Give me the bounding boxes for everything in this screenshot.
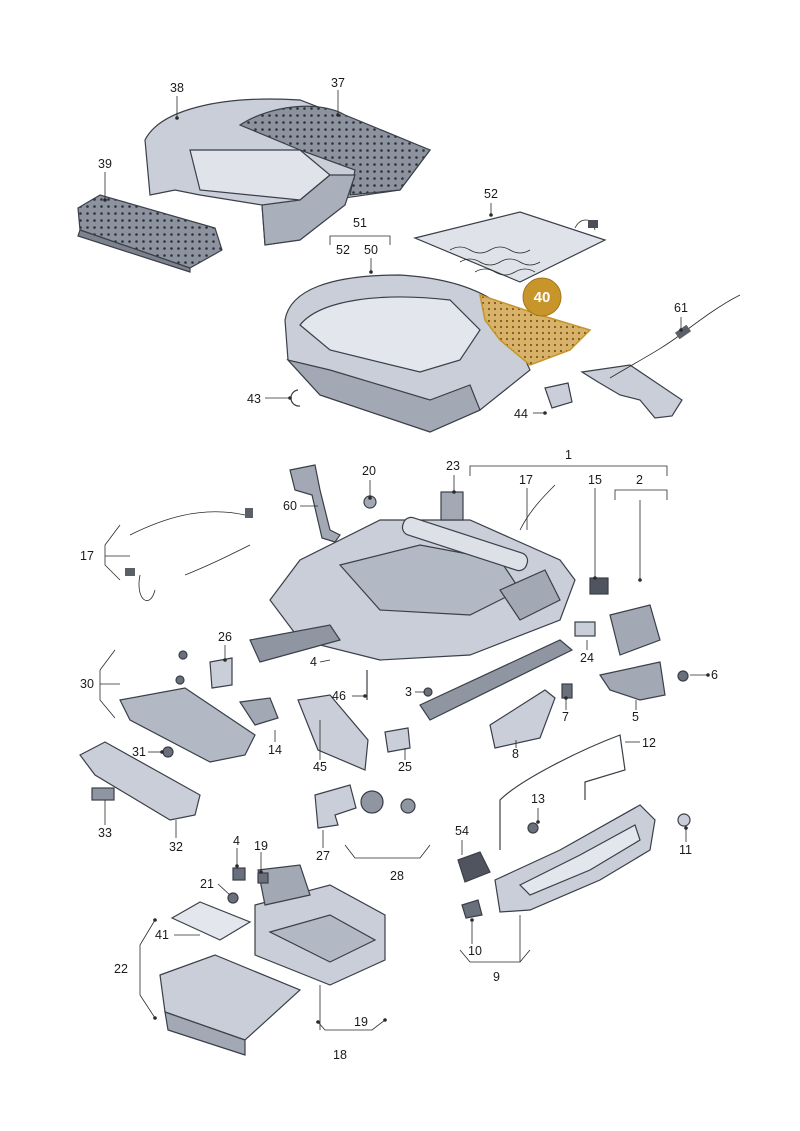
label-10: 10: [468, 944, 482, 958]
label-17-left: 17: [80, 549, 94, 563]
part-19-clip: [257, 872, 269, 884]
label-8: 8: [512, 747, 519, 761]
label-52-sub: 52: [336, 243, 350, 257]
part-23-bracket: [440, 491, 464, 521]
label-13: 13: [531, 792, 545, 806]
part-60-belt-buckle: [289, 464, 341, 543]
label-9: 9: [493, 970, 500, 984]
label-25: 25: [398, 760, 412, 774]
label-19-upper: 19: [254, 839, 268, 853]
label-28: 28: [390, 869, 404, 883]
part-50-seat-cushion: [284, 274, 531, 433]
label-3: 3: [405, 685, 412, 699]
part-labels: 38 37 39 52 51 52 50 61 43 44 1 20 23 17…: [80, 76, 718, 1062]
part-27-bracket: [314, 784, 357, 829]
part-24-motor: [609, 604, 661, 656]
label-19-lower: 19: [354, 1015, 368, 1029]
label-30: 30: [80, 677, 94, 691]
part-24-block: [574, 621, 596, 637]
part-11-clip: [677, 813, 691, 827]
part-18-drawer-housing: [254, 864, 386, 986]
label-37: 37: [331, 76, 345, 90]
part-5-bracket: [599, 661, 666, 701]
label-11: 11: [679, 843, 692, 857]
label-45: 45: [313, 760, 327, 774]
part-30-tray: [119, 650, 256, 763]
part-8-handle: [489, 689, 556, 749]
label-18: 18: [333, 1048, 347, 1062]
label-4-bottom: 4: [233, 834, 240, 848]
label-38: 38: [170, 81, 184, 95]
part-45-panel: [297, 694, 369, 771]
leader-dots: [103, 113, 710, 1024]
part-31-nut: [162, 746, 174, 758]
label-21: 21: [200, 877, 214, 891]
part-61-cable-frame: [580, 294, 741, 419]
label-17-upper: 17: [519, 473, 533, 487]
part-21-screw: [227, 892, 239, 904]
part-12-rod: [499, 734, 626, 850]
part-43-clip: [290, 389, 301, 407]
label-61: 61: [674, 301, 688, 315]
label-15: 15: [588, 473, 602, 487]
part-3-screw: [423, 687, 433, 697]
part-39-pad: [77, 194, 223, 273]
label-39: 39: [98, 157, 112, 171]
part-14-block: [238, 697, 279, 726]
part-38-37-cushion-frame: [144, 98, 431, 246]
part-26-clip: [209, 657, 233, 689]
label-50: 50: [364, 243, 378, 257]
part-54-switch: [457, 851, 491, 883]
part-28-motor: [360, 790, 384, 814]
label-20: 20: [362, 464, 376, 478]
part-28-cap: [400, 798, 416, 814]
label-7: 7: [562, 710, 569, 724]
label-4-mid: 4: [310, 655, 317, 669]
label-1: 1: [565, 448, 572, 462]
label-26: 26: [218, 630, 232, 644]
label-31: 31: [132, 745, 146, 759]
label-5: 5: [632, 710, 639, 724]
label-27: 27: [316, 849, 330, 863]
label-23: 23: [446, 459, 460, 473]
part-25-clip: [384, 727, 411, 753]
label-46: 46: [332, 689, 346, 703]
label-24: 24: [580, 651, 594, 665]
part-44-bracket: [544, 382, 573, 409]
part-17-cables: [125, 508, 253, 601]
part-4-nut: [232, 867, 246, 881]
part-13-screw: [527, 822, 539, 834]
part-41-pad: [170, 901, 252, 941]
label-14: 14: [268, 743, 282, 757]
part-6-screw: [677, 670, 689, 682]
highlight-badge-40: 40: [522, 277, 562, 317]
highlight-label: 40: [534, 289, 551, 306]
label-51: 51: [353, 216, 367, 230]
part-17-cable-upper: [519, 484, 556, 531]
label-60: 60: [283, 499, 297, 513]
part-7-clip: [561, 683, 573, 699]
part-15-switch: [589, 577, 609, 595]
label-41: 41: [155, 928, 169, 942]
label-52-top: 52: [484, 187, 498, 201]
part-52-heater-mat: [413, 211, 607, 283]
part-40-highlighted-foam: [479, 293, 592, 366]
label-6: 6: [711, 668, 718, 682]
part-22-drawer: [159, 954, 302, 1056]
seat-frame-assembly: [249, 516, 576, 721]
part-32-trim: [79, 741, 201, 821]
label-12: 12: [642, 736, 656, 750]
label-32: 32: [169, 840, 183, 854]
part-10-clip: [461, 899, 483, 919]
label-54: 54: [455, 824, 469, 838]
part-9-side-panel: [494, 804, 656, 913]
label-33: 33: [98, 826, 112, 840]
leader-lines: [99, 90, 708, 1031]
label-22: 22: [114, 962, 128, 976]
label-43: 43: [247, 392, 261, 406]
label-2: 2: [636, 473, 643, 487]
label-44: 44: [514, 407, 528, 421]
